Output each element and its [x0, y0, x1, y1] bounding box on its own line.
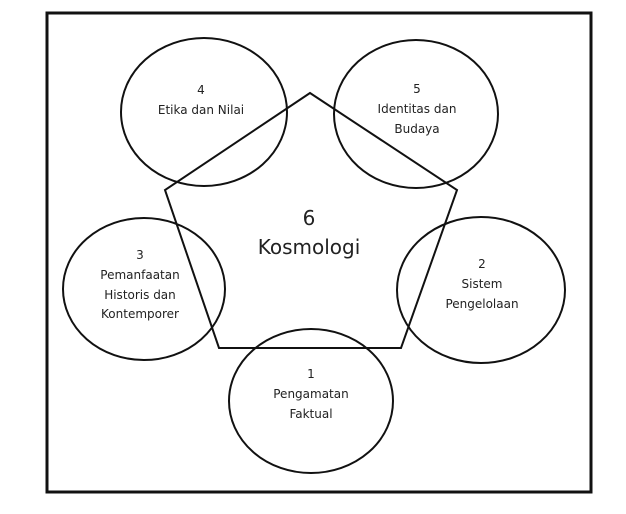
center-number: 6	[303, 206, 316, 230]
diagram-frame	[45, 11, 593, 494]
node-circle-5	[333, 39, 499, 189]
node-2-label-line2: Pengelolaan	[445, 297, 518, 311]
node-3-label-line1: Pemanfaatan	[100, 268, 179, 282]
node-circle-1	[228, 328, 394, 474]
node-3-number: 3	[136, 248, 144, 262]
node-2-number: 2	[478, 257, 486, 271]
node-3-label-line3: Kontemporer	[101, 307, 179, 321]
node-circle-3	[62, 217, 226, 361]
node-5-label-line2: Budaya	[394, 122, 439, 136]
node-1-label-line2: Faktual	[289, 407, 332, 421]
node-circle-4	[120, 37, 288, 187]
node-5-label-line1: Identitas dan	[378, 102, 457, 116]
node-1-label-line1: Pengamatan	[273, 387, 348, 401]
node-5-number: 5	[413, 82, 421, 96]
node-1-number: 1	[307, 367, 315, 381]
node-circle-2	[396, 216, 566, 364]
center-pentagon	[163, 91, 459, 349]
node-4-label: Etika dan Nilai	[158, 103, 244, 117]
center-label: Kosmologi	[258, 235, 361, 259]
node-3-label-line2: Historis dan	[104, 288, 176, 302]
node-2-label-line1: Sistem	[462, 277, 503, 291]
node-4-number: 4	[197, 83, 205, 97]
